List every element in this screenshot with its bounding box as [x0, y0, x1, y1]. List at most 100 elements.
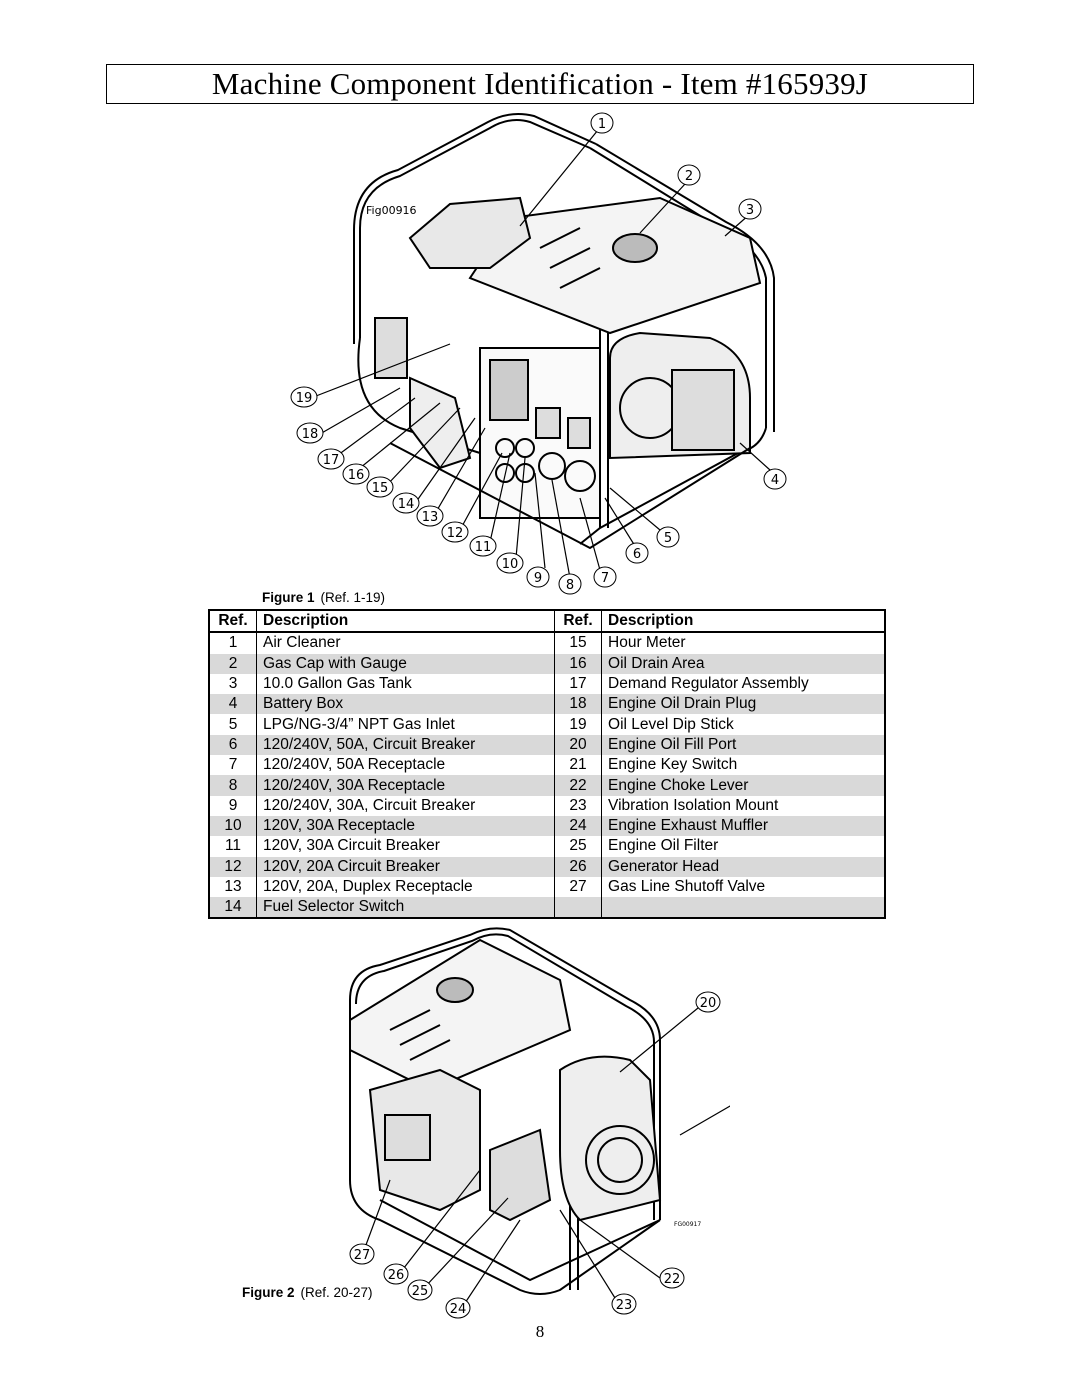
figure-2-generator-rear: FG00917 20 21 22 23 24 25 26 27	[349, 927, 730, 1319]
header-description-left: Description	[256, 610, 556, 634]
header-description-right: Description	[601, 610, 885, 634]
callout-22: 22	[659, 1267, 685, 1289]
desc-cell: Battery Box	[256, 694, 556, 715]
callout-11: 11	[469, 535, 497, 557]
callout-9: 9	[526, 566, 550, 588]
callout-25: 25	[407, 1279, 433, 1301]
ref-cell: 13	[209, 876, 257, 898]
desc-cell: Engine Oil Filter	[608, 837, 719, 855]
table-header-row: Ref. Description Ref. Description	[209, 610, 885, 634]
callout-15: 15	[366, 476, 394, 498]
svg-text:17: 17	[323, 453, 340, 468]
callout-10: 10	[496, 552, 524, 574]
ref-cell: 10	[209, 815, 257, 837]
callout-8: 8	[558, 573, 582, 595]
ref-cell: 16	[554, 653, 603, 674]
callout-24: 24	[445, 1297, 471, 1319]
figure-2-code: FG00917	[674, 1221, 701, 1228]
desc-cell: 120V, 30A Circuit Breaker	[256, 836, 556, 857]
desc-cell: Vibration Isolation Mount	[608, 796, 779, 814]
figure-2-caption: Figure 2 (Ref. 20-27)	[242, 1285, 373, 1300]
desc-cell: Oil Level Dip Stick	[608, 715, 734, 733]
ref-cell: 12	[209, 856, 257, 877]
svg-text:5: 5	[664, 531, 672, 546]
desc-cell: Gas Line Shutoff Valve	[608, 878, 766, 895]
callout-7: 7	[593, 566, 617, 588]
callout-20: 20	[695, 991, 721, 1013]
desc-cell: 10.0 Gallon Gas Tank	[256, 673, 556, 695]
svg-text:25: 25	[412, 1284, 429, 1299]
callout-12: 12	[441, 521, 469, 543]
figure-2-caption-label: Figure 2	[242, 1285, 295, 1300]
svg-text:27: 27	[354, 1248, 371, 1263]
page-title-box: Machine Component Identification - Item …	[106, 64, 974, 104]
desc-cell: 120V, 30A Receptacle	[256, 815, 556, 837]
ref-cell: 14	[209, 897, 257, 919]
ref-cell: 24	[554, 815, 603, 837]
callout-3: 3	[738, 198, 762, 220]
ref-cell: 17	[554, 673, 603, 695]
desc-cell: 120/240V, 50A Receptacle	[256, 755, 556, 776]
figure-1-caption-label: Figure 1	[262, 590, 315, 605]
svg-text:23: 23	[616, 1298, 633, 1313]
ref-cell: 23	[554, 795, 603, 816]
ref-cell: 11	[209, 836, 257, 857]
desc-cell: Demand Regulator Assembly	[608, 675, 809, 693]
figure-1-caption-ref: (Ref. 1-19)	[320, 590, 386, 605]
ref-cell: 19	[554, 714, 603, 735]
desc-cell: Fuel Selector Switch	[256, 897, 556, 919]
svg-text:16: 16	[348, 468, 365, 483]
desc-cell: LPG/NG-3/4” NPT Gas Inlet	[256, 714, 556, 735]
callout-17: 17	[317, 448, 345, 470]
svg-text:18: 18	[302, 427, 319, 442]
svg-text:6: 6	[633, 547, 641, 562]
svg-text:7: 7	[601, 571, 609, 586]
svg-text:2: 2	[685, 169, 693, 184]
svg-text:12: 12	[447, 526, 464, 541]
ref-cell: 3	[209, 673, 257, 695]
callout-23: 23	[611, 1293, 637, 1315]
callout-16: 16	[342, 463, 370, 485]
ref-cell: 27	[554, 876, 603, 898]
desc-cell: Gas Cap with Gauge	[256, 653, 556, 674]
ref-cell: 1	[209, 632, 257, 654]
ref-cell: 25	[554, 836, 603, 857]
ref-cell: 2	[209, 653, 257, 674]
svg-text:24: 24	[450, 1302, 467, 1317]
ref-cell: 5	[209, 714, 257, 735]
callout-4: 4	[763, 468, 787, 490]
callout-27: 27	[349, 1243, 375, 1265]
desc-cell: Engine Choke Lever	[601, 775, 885, 796]
ref-cell: 18	[554, 694, 603, 715]
figure-2-caption-ref: (Ref. 20-27)	[300, 1285, 373, 1300]
svg-text:14: 14	[398, 497, 415, 512]
ref-cell: 15	[554, 632, 603, 654]
header-ref-right: Ref.	[554, 610, 603, 634]
callout-1: 1	[590, 112, 614, 134]
callout-14: 14	[392, 492, 420, 514]
desc-cell: 120/240V, 30A, Circuit Breaker	[256, 795, 556, 816]
ref-cell: 6	[209, 734, 257, 756]
ref-cell: 9	[209, 795, 257, 816]
desc-cell: 120V, 20A Circuit Breaker	[256, 856, 556, 877]
svg-text:9: 9	[534, 571, 542, 586]
ref-cell: 22	[554, 775, 603, 796]
callout-6: 6	[625, 542, 649, 564]
desc-cell: 120/240V, 30A Receptacle	[256, 775, 556, 796]
svg-text:20: 20	[700, 996, 717, 1011]
svg-text:19: 19	[296, 391, 313, 406]
callout-13: 13	[416, 505, 444, 527]
figure-1-code: Fig00916	[366, 204, 417, 217]
svg-text:4: 4	[771, 473, 779, 488]
ref-cell: 21	[554, 755, 603, 776]
